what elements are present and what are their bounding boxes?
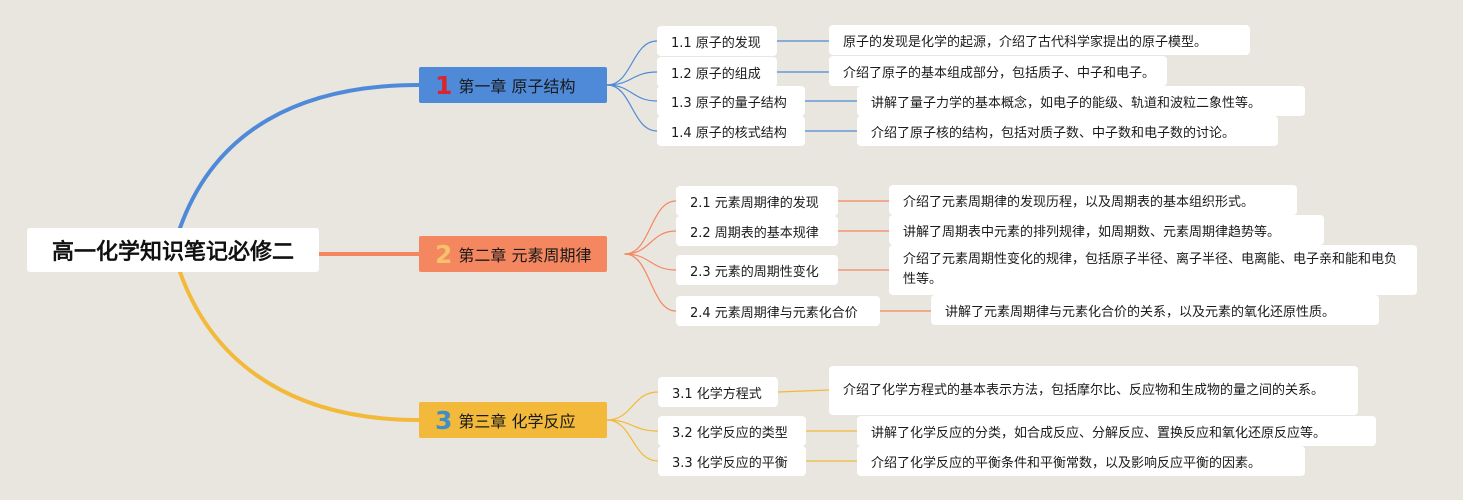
chapter-1-number: 1 (435, 70, 453, 100)
link-section-1-2 (606, 71, 658, 86)
chapter-2-number: 2 (435, 239, 453, 269)
link-section-2-3 (624, 253, 677, 271)
link-section-2-1 (624, 200, 677, 255)
section-2-1[interactable]: 2.1 元素周期律的发现 (676, 186, 838, 216)
chapter-3-title: 第三章 化学反应 (458, 412, 576, 431)
section-2-3[interactable]: 2.3 元素的周期性变化 (676, 255, 838, 285)
link-section-2-4 (624, 253, 677, 312)
section-3-1-description[interactable]: 介绍了化学方程式的基本表示方法，包括摩尔比、反应物和生成物的量之间的关系。 (829, 366, 1358, 415)
section-2-2[interactable]: 2.2 周期表的基本规律 (676, 216, 838, 246)
section-1-3-description[interactable]: 讲解了量子力学的基本概念，如电子的能级、轨道和波粒二象性等。 (857, 86, 1305, 116)
branch-chapter-3 (178, 270, 421, 422)
branch-chapter-1 (178, 83, 421, 230)
link-section-2-2 (624, 230, 677, 255)
root-topic[interactable]: 高一化学知识笔记必修二 (27, 228, 319, 272)
chapter-2-node[interactable]: 2 第二章 元素周期律 (419, 236, 607, 272)
section-2-1-description[interactable]: 介绍了元素周期律的发现历程，以及周期表的基本组织形式。 (889, 185, 1297, 215)
section-1-1-description[interactable]: 原子的发现是化学的起源，介绍了古代科学家提出的原子模型。 (829, 25, 1250, 55)
section-1-4-description[interactable]: 介绍了原子核的结构，包括对质子数、中子数和电子数的讨论。 (857, 116, 1278, 146)
section-3-2[interactable]: 3.2 化学反应的类型 (658, 416, 806, 446)
section-1-2[interactable]: 1.2 原子的组成 (657, 57, 777, 87)
link-section-3-1 (606, 391, 659, 421)
section-1-3[interactable]: 1.3 原子的量子结构 (657, 86, 805, 116)
chapter-2-title: 第二章 元素周期律 (458, 246, 592, 265)
chapter-3-node[interactable]: 3 第三章 化学反应 (419, 402, 607, 438)
section-1-4[interactable]: 1.4 原子的核式结构 (657, 116, 805, 146)
section-3-2-description[interactable]: 讲解了化学反应的分类，如合成反应、分解反应、置换反应和氧化还原反应等。 (857, 416, 1376, 446)
link-section-1-3 (606, 84, 658, 102)
section-3-3-description[interactable]: 介绍了化学反应的平衡条件和平衡常数，以及影响反应平衡的因素。 (857, 446, 1305, 476)
link-section-1-1 (606, 40, 658, 86)
link-section-1-4 (606, 84, 658, 132)
section-3-1[interactable]: 3.1 化学方程式 (658, 377, 778, 407)
link-section-3-3 (606, 419, 659, 462)
section-1-2-description[interactable]: 介绍了原子的基本组成部分，包括质子、中子和电子。 (829, 56, 1167, 86)
chapter-3-number: 3 (435, 405, 453, 435)
section-3-3[interactable]: 3.3 化学反应的平衡 (658, 446, 806, 476)
section-2-2-description[interactable]: 讲解了周期表中元素的排列规律，如周期数、元素周期律趋势等。 (889, 215, 1324, 245)
section-2-4[interactable]: 2.4 元素周期律与元素化合价 (676, 296, 880, 326)
section-2-4-description[interactable]: 讲解了元素周期律与元素化合价的关系，以及元素的氧化还原性质。 (931, 295, 1379, 325)
section-2-3-description[interactable]: 介绍了元素周期性变化的规律，包括原子半径、离子半径、电离能、电子亲和能和电负性等… (889, 245, 1417, 295)
link-description-3-1 (777, 389, 830, 393)
chapter-1-node[interactable]: 1 第一章 原子结构 (419, 67, 607, 103)
section-1-1[interactable]: 1.1 原子的发现 (657, 26, 777, 56)
chapter-1-title: 第一章 原子结构 (458, 77, 576, 96)
